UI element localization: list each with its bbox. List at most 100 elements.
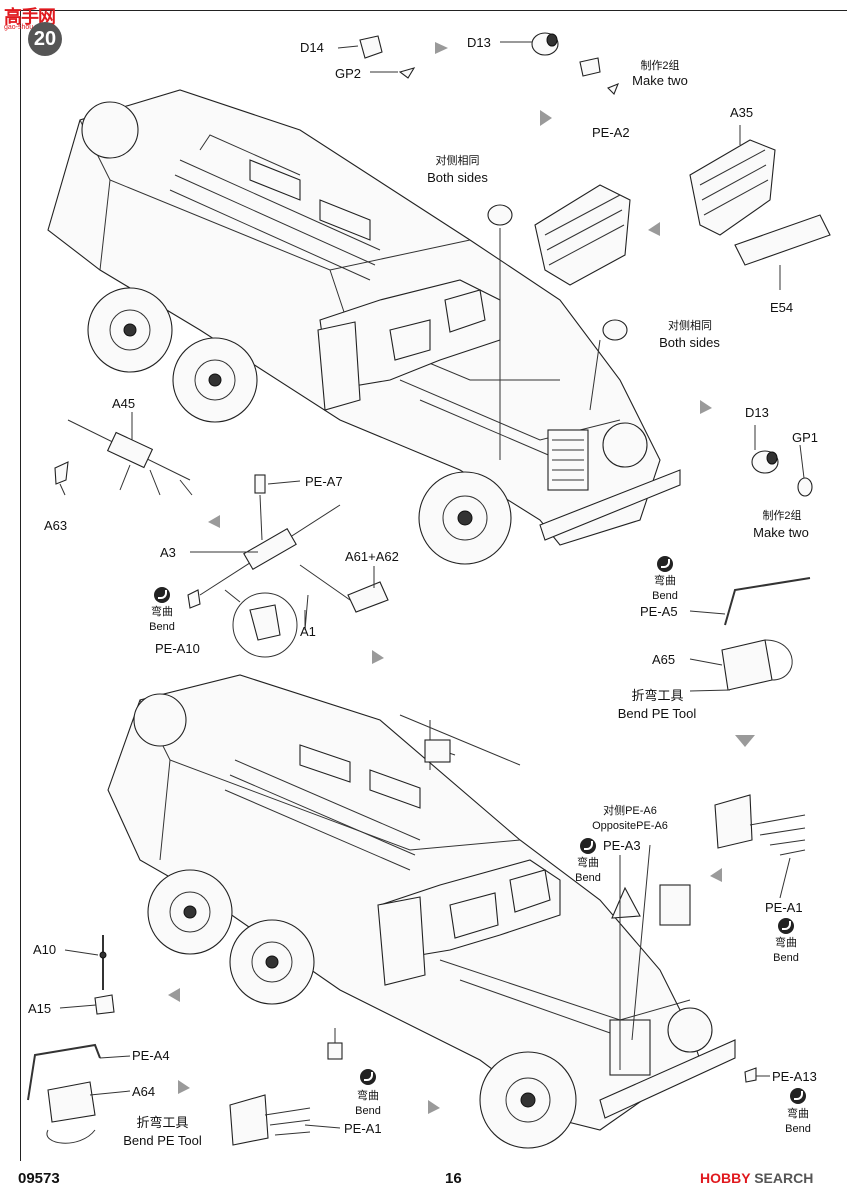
label-opposite-en: OppositePE-A6 — [592, 820, 668, 832]
label-bend-en-5: Bend — [355, 1105, 381, 1117]
lower-wheel-front — [479, 1051, 577, 1149]
upper-wheel-rear-2 — [172, 337, 258, 423]
a15-part — [94, 994, 115, 1015]
brand-suffix: SEARCH — [754, 1170, 814, 1186]
a3-mg-assembly — [187, 474, 389, 631]
pe-a13-part — [744, 1067, 757, 1083]
lower-vehicle-drawing — [107, 674, 736, 1149]
label-a61-a62: A61+A62 — [345, 549, 399, 564]
label-bend-en-6: Bend — [785, 1123, 811, 1135]
label-bend-cn-3: 弯曲 — [577, 857, 599, 869]
bend-icon — [790, 1088, 806, 1104]
label-bend-cn-5: 弯曲 — [357, 1090, 379, 1102]
label-pe-a10: PE-A10 — [155, 641, 200, 656]
label-make-two-cn-2: 制作2组 — [762, 510, 802, 522]
watermark-url: gao-shou.com — [4, 24, 49, 31]
bend-icon — [657, 556, 673, 572]
label-a15: A15 — [28, 1001, 52, 1016]
label-d13-right: D13 — [745, 405, 769, 420]
lower-wheel-rear-2 — [229, 919, 315, 1005]
gp2-part — [398, 67, 416, 79]
pe-a10-callout — [224, 589, 298, 658]
label-both-sides-en-1: Both sides — [427, 170, 488, 185]
hobbysearch-watermark: HOBBY SEARCH — [700, 1170, 813, 1186]
label-pe-a1-right: PE-A1 — [765, 900, 803, 915]
pe-a5-part — [724, 577, 811, 626]
label-bend-en-4: Bend — [773, 952, 799, 964]
label-d14: D14 — [300, 40, 324, 55]
lamp-cluster-part — [659, 884, 691, 926]
label-pe-a5: PE-A5 — [640, 604, 678, 619]
bend-icon — [580, 838, 596, 854]
label-bend-en-3: Bend — [575, 872, 601, 884]
upper-wheel-rear-1 — [87, 287, 173, 373]
bend-icon — [360, 1069, 376, 1085]
label-pe-a2: PE-A2 — [592, 125, 630, 140]
direction-arrows — [168, 42, 755, 1114]
page-number: 16 — [445, 1170, 462, 1187]
d13-top-part — [531, 32, 559, 56]
label-bend-en-1: Bend — [149, 621, 175, 633]
label-pe-a13: PE-A13 — [772, 1069, 817, 1084]
flap-center-part — [534, 184, 631, 286]
a63-part — [54, 461, 69, 485]
label-bend-cn-2: 弯曲 — [654, 575, 676, 587]
page-frame — [20, 10, 847, 1161]
a10-part — [99, 935, 107, 990]
label-make-two-en-2: Make two — [753, 525, 809, 540]
pe-a1-right-part — [714, 794, 806, 856]
label-pe-a4: PE-A4 — [132, 1048, 170, 1063]
pe-a1-bottom-part — [229, 1094, 311, 1146]
label-make-two-cn-1: 制作2组 — [640, 60, 680, 72]
label-a63: A63 — [44, 518, 68, 533]
bend-icon — [778, 918, 794, 934]
d13-right-part — [751, 450, 779, 474]
label-pe-a7: PE-A7 — [305, 474, 343, 489]
pe-a3-part — [611, 886, 641, 919]
label-a3: A3 — [160, 545, 176, 560]
antenna-base-part — [327, 1028, 343, 1060]
label-tool-cn-1: 折弯工具 — [631, 688, 684, 703]
headlight-2 — [602, 319, 628, 341]
brand-name: HOBBY — [700, 1170, 751, 1186]
pe-a4-part — [27, 1043, 101, 1101]
d14-part — [359, 35, 383, 59]
e54-part — [734, 214, 831, 266]
gp1-part — [797, 477, 813, 497]
label-make-two-en-1: Make two — [632, 73, 688, 88]
label-both-sides-en-2: Both sides — [659, 335, 720, 350]
label-bend-en-2: Bend — [652, 590, 678, 602]
headlight-1 — [487, 204, 513, 226]
pe-a2-part — [607, 83, 619, 95]
a35-part — [689, 139, 776, 236]
label-tool-cn-2: 折弯工具 — [136, 1115, 189, 1130]
label-a64: A64 — [132, 1084, 156, 1099]
label-gp1: GP1 — [792, 430, 819, 445]
label-both-sides-cn-2: 对侧相同 — [668, 320, 712, 332]
a64-part — [46, 1081, 96, 1144]
label-d13-top: D13 — [467, 35, 491, 50]
label-gp2: GP2 — [335, 66, 362, 81]
a65-part — [721, 639, 793, 691]
label-a1: A1 — [300, 624, 316, 639]
kit-number: 09573 — [18, 1170, 60, 1187]
label-a10: A10 — [33, 942, 57, 957]
label-a45: A45 — [112, 396, 136, 411]
leader-lines — [59, 41, 805, 1129]
label-e54: E54 — [770, 300, 794, 315]
label-bend-cn-4: 弯曲 — [775, 937, 797, 949]
label-a65: A65 — [652, 652, 676, 667]
label-pe-a3: PE-A3 — [603, 838, 641, 853]
upper-wheel-front — [418, 471, 512, 565]
d13-small-part — [579, 57, 601, 77]
label-both-sides-cn-1: 对侧相同 — [435, 155, 480, 167]
label-bend-cn-6: 弯曲 — [787, 1108, 809, 1120]
label-bend-cn-1: 弯曲 — [151, 606, 173, 618]
upper-vehicle-drawing — [47, 89, 681, 565]
label-tool-en-2: Bend PE Tool — [123, 1133, 202, 1148]
lower-wheel-rear-1 — [147, 869, 233, 955]
bend-icon — [154, 587, 170, 603]
label-a35: A35 — [730, 105, 754, 120]
